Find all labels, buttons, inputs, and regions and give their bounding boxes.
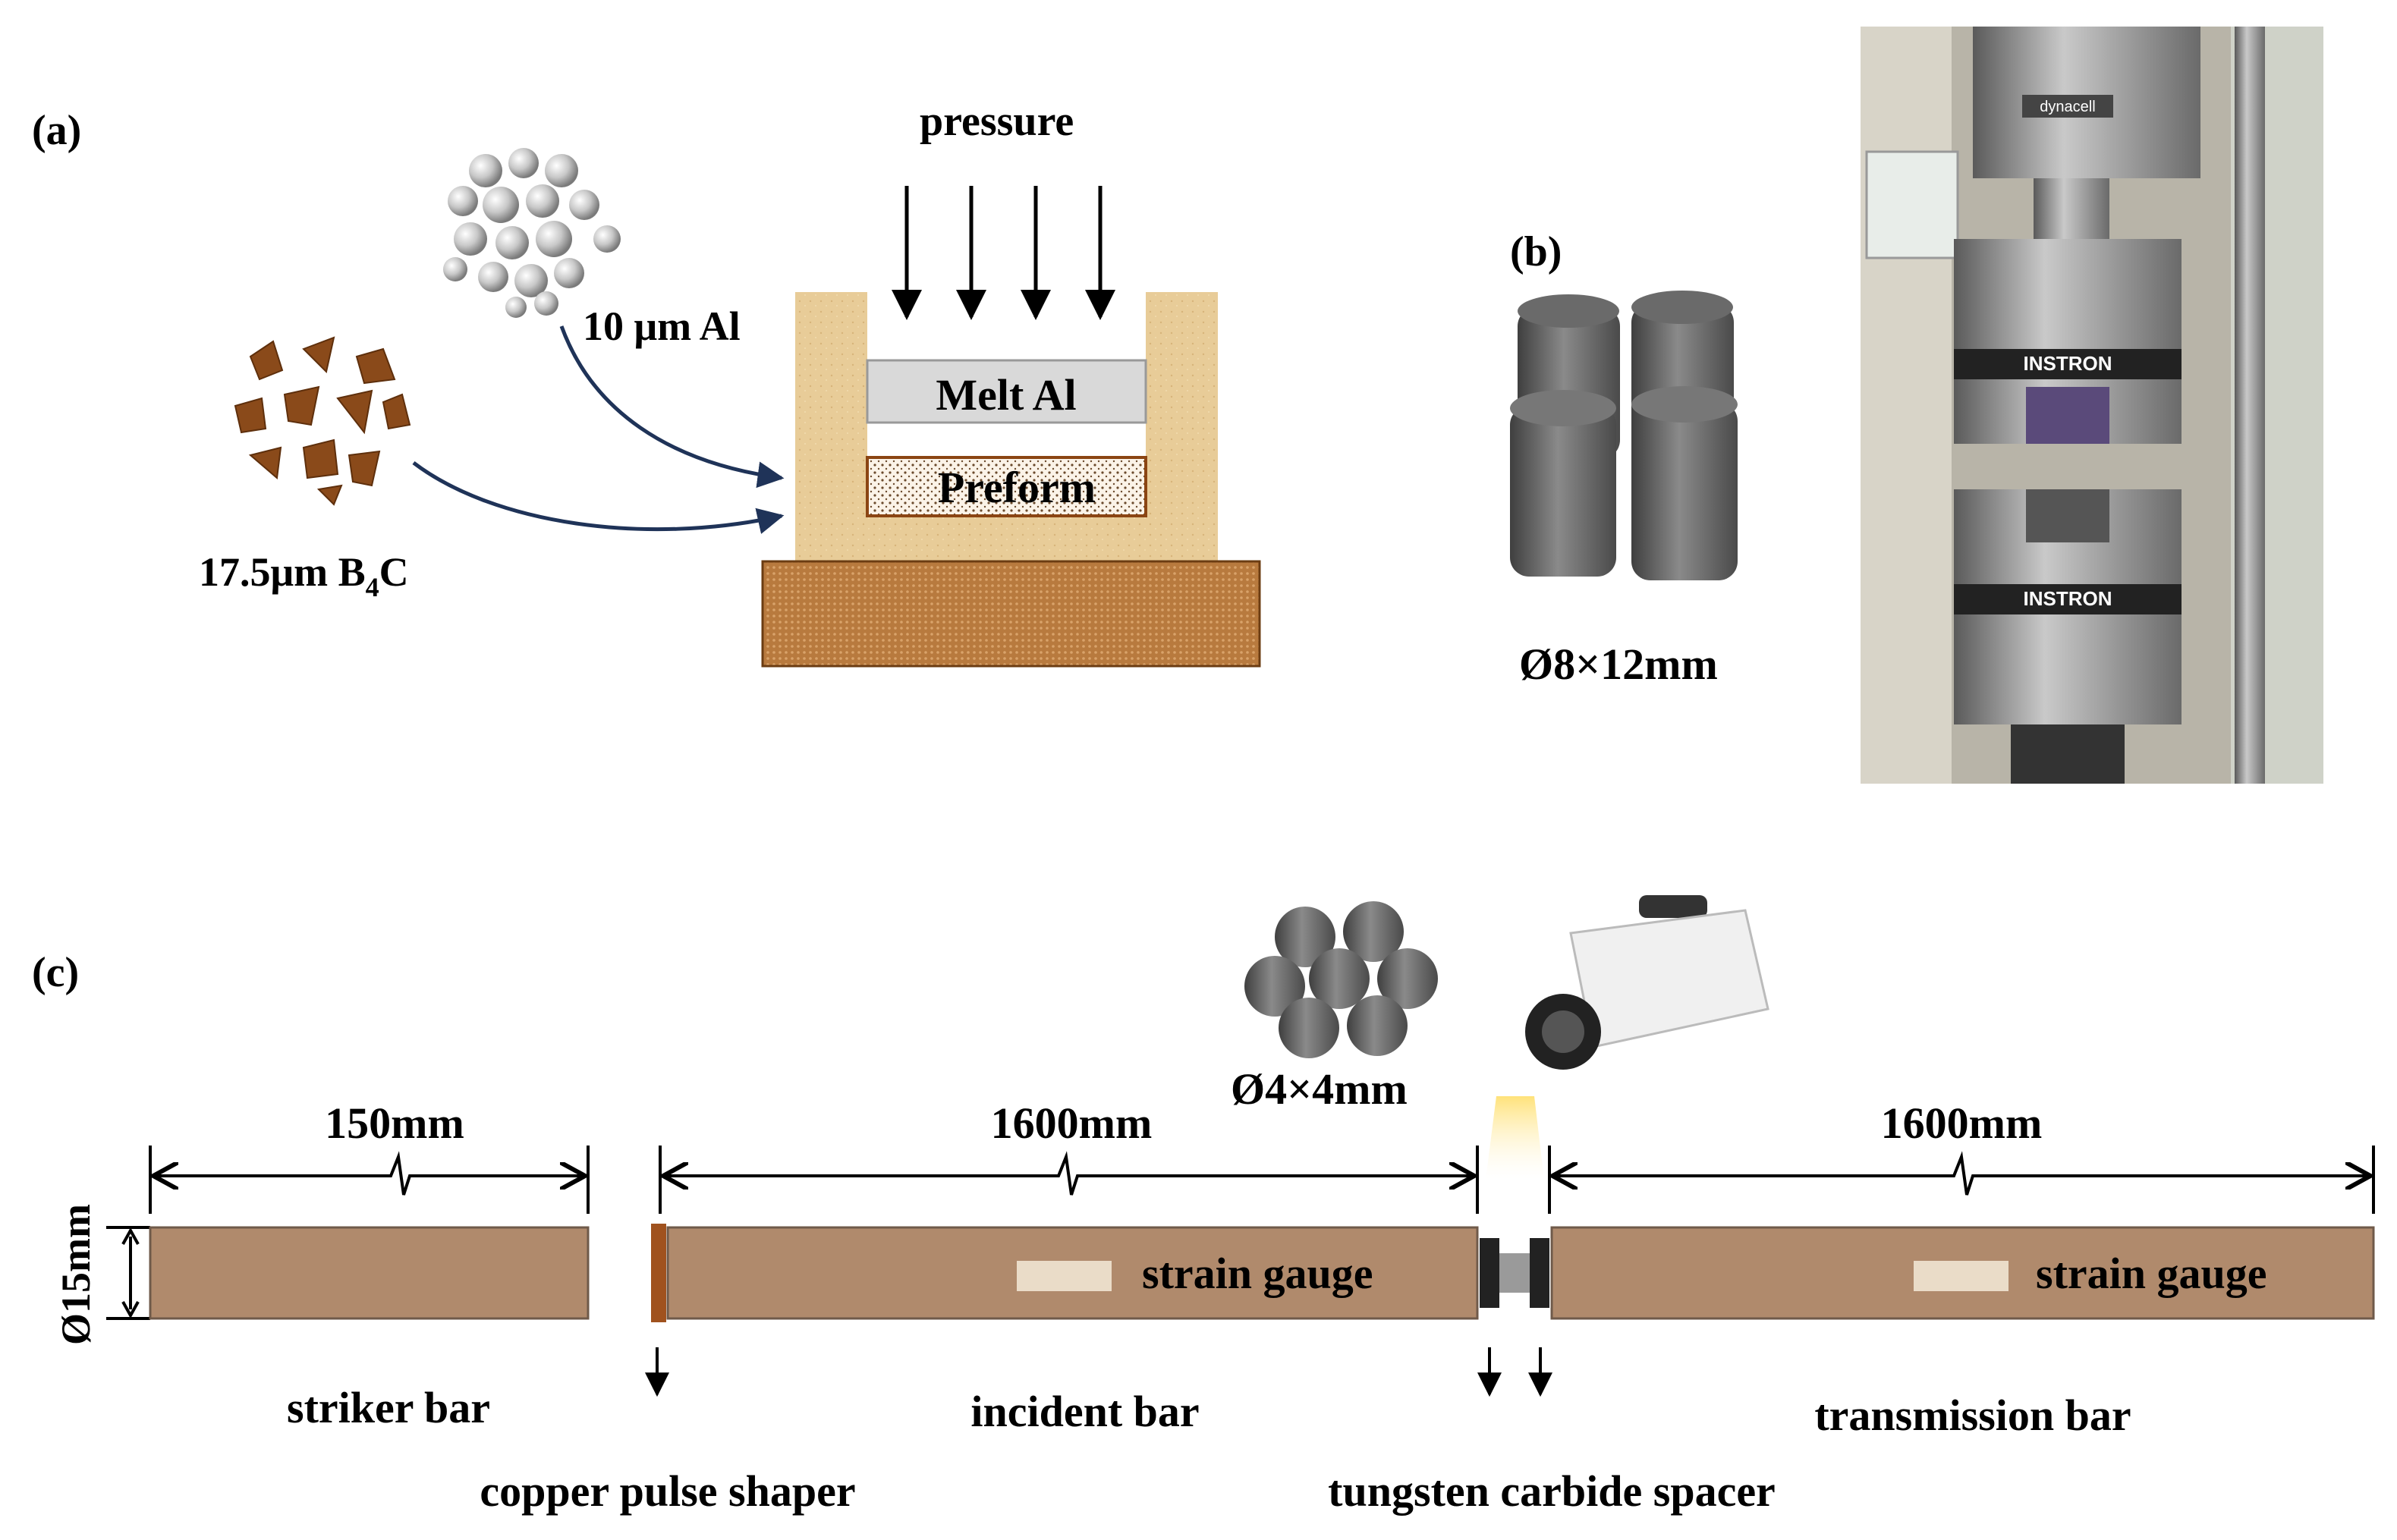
mold: Melt Al Preform bbox=[761, 292, 1261, 668]
copper-pulse-shaper-label: copper pulse shaper bbox=[480, 1466, 855, 1516]
pressure-label: pressure bbox=[920, 98, 1074, 145]
instron-brand-upper: INSTRON bbox=[2024, 352, 2112, 375]
al-powder-image bbox=[443, 148, 621, 318]
al-powder-label: 10 μm Al bbox=[583, 303, 741, 349]
incident-bar-label: incident bar bbox=[970, 1387, 1199, 1436]
sample-dim-c: Ø4×4mm bbox=[1231, 1064, 1408, 1114]
copper-pulse-shaper-disc bbox=[651, 1224, 666, 1322]
transmission-bar-label: transmission bar bbox=[1814, 1391, 2131, 1440]
melt-label: Melt Al bbox=[936, 370, 1076, 420]
panel-b-label: (b) bbox=[1510, 228, 1562, 275]
striker-bar bbox=[149, 1226, 590, 1320]
panel-c: (c) Ø4×4mm 150mm bbox=[32, 895, 2375, 1516]
mold-base bbox=[761, 560, 1261, 668]
transmission-length: 1600mm bbox=[1881, 1098, 2043, 1148]
strain-gauge-label-1: strain gauge bbox=[1142, 1249, 1373, 1298]
specimen bbox=[1499, 1253, 1530, 1293]
al-feed-arrow bbox=[559, 325, 785, 489]
striker-length: 150mm bbox=[325, 1098, 464, 1148]
cylinder-samples-image bbox=[1510, 291, 1738, 580]
diameter-label: Ø15mm bbox=[53, 1204, 99, 1345]
strain-gauge-label-2: strain gauge bbox=[2036, 1249, 2267, 1298]
diameter-marker bbox=[106, 1226, 150, 1320]
high-speed-camera-image bbox=[1525, 895, 1769, 1070]
small-samples-image bbox=[1244, 901, 1438, 1058]
panel-b: (b) Ø8×12mm dynacell bbox=[1510, 27, 2323, 784]
panel-a: (a) 10 μm Al bbox=[32, 98, 1261, 668]
striker-bar-label: striker bar bbox=[287, 1383, 490, 1432]
tungsten-spacer-label: tungsten carbide spacer bbox=[1328, 1466, 1776, 1516]
tungsten-spacer-right bbox=[1530, 1238, 1549, 1308]
dimension-transmission bbox=[1548, 1146, 2375, 1214]
specimen-assembly bbox=[1480, 1238, 1549, 1308]
panel-c-label: (c) bbox=[32, 949, 79, 996]
incident-length: 1600mm bbox=[991, 1098, 1153, 1148]
strain-gauge-patch-2 bbox=[1914, 1261, 2009, 1291]
tungsten-spacer-left bbox=[1480, 1238, 1499, 1308]
testing-machine-photo: dynacell INSTRON INSTRON bbox=[1861, 27, 2323, 784]
dynacell-brand: dynacell bbox=[2040, 99, 2095, 115]
dimension-incident bbox=[659, 1146, 1479, 1214]
instron-brand-lower: INSTRON bbox=[2024, 587, 2112, 610]
pointer-arrows bbox=[645, 1347, 1552, 1397]
strain-gauge-patch-1 bbox=[1017, 1261, 1112, 1291]
b4c-particles-image bbox=[234, 336, 411, 506]
light-beam bbox=[1486, 1096, 1544, 1180]
pressure-arrows bbox=[892, 186, 1115, 320]
preform-label: Preform bbox=[938, 463, 1096, 512]
b4c-feed-arrow bbox=[412, 461, 785, 534]
sample-dim-b: Ø8×12mm bbox=[1519, 640, 1718, 689]
panel-a-label: (a) bbox=[32, 107, 81, 154]
dimension-striker bbox=[149, 1146, 590, 1214]
b4c-label: 17.5μm B4C bbox=[199, 549, 409, 602]
